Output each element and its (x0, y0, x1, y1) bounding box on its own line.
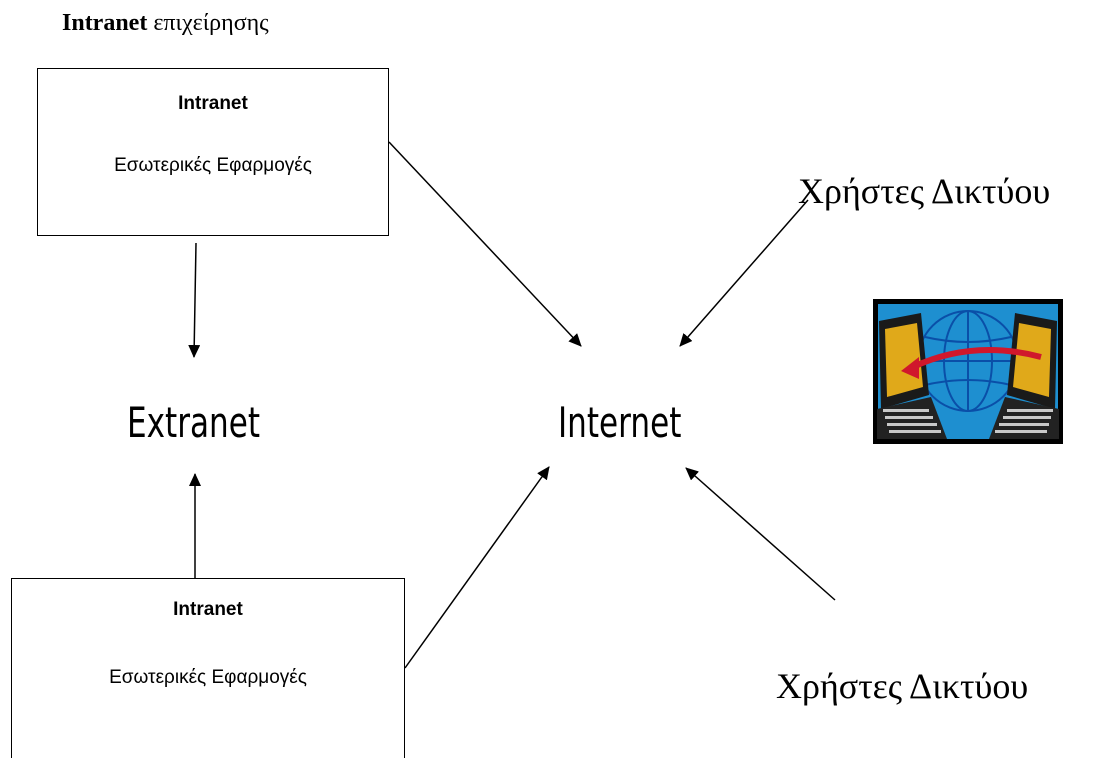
intranet-box-top-title: Intranet (178, 93, 248, 114)
intranet-box-top-subtitle: Εσωτερικές Εφαρμογές (114, 155, 312, 176)
arrow-intranet-top-to-extranet (188, 242, 201, 358)
intranet-box-bottom-title: Intranet (173, 599, 243, 620)
internet-label: Internet (558, 398, 682, 447)
arrow-intranet-bottom-to-internet (404, 466, 550, 669)
title-bold: Intranet (62, 10, 148, 36)
intranet-box-bottom-subtitle: Εσωτερικές Εφαρμογές (109, 667, 307, 688)
network-computers-globe-icon (873, 299, 1063, 444)
intranet-box-top: Intranet Εσωτερικές Εφαρμογές (37, 68, 389, 236)
diagram-title: Intranet επιχείρησης (62, 10, 269, 37)
arrow-users-top-to-internet (679, 199, 809, 347)
arrow-intranet-top-to-internet (388, 141, 582, 347)
network-users-top-label: Χρήστες Δικτύου (798, 171, 1051, 211)
intranet-box-bottom: Intranet Εσωτερικές Εφαρμογές (11, 578, 405, 758)
title-rest: επιχείρησης (147, 10, 269, 36)
network-users-bottom-label: Χρήστες Δικτύου (776, 666, 1029, 706)
arrow-users-bottom-to-internet (685, 467, 836, 601)
extranet-label: Extranet (127, 398, 261, 447)
